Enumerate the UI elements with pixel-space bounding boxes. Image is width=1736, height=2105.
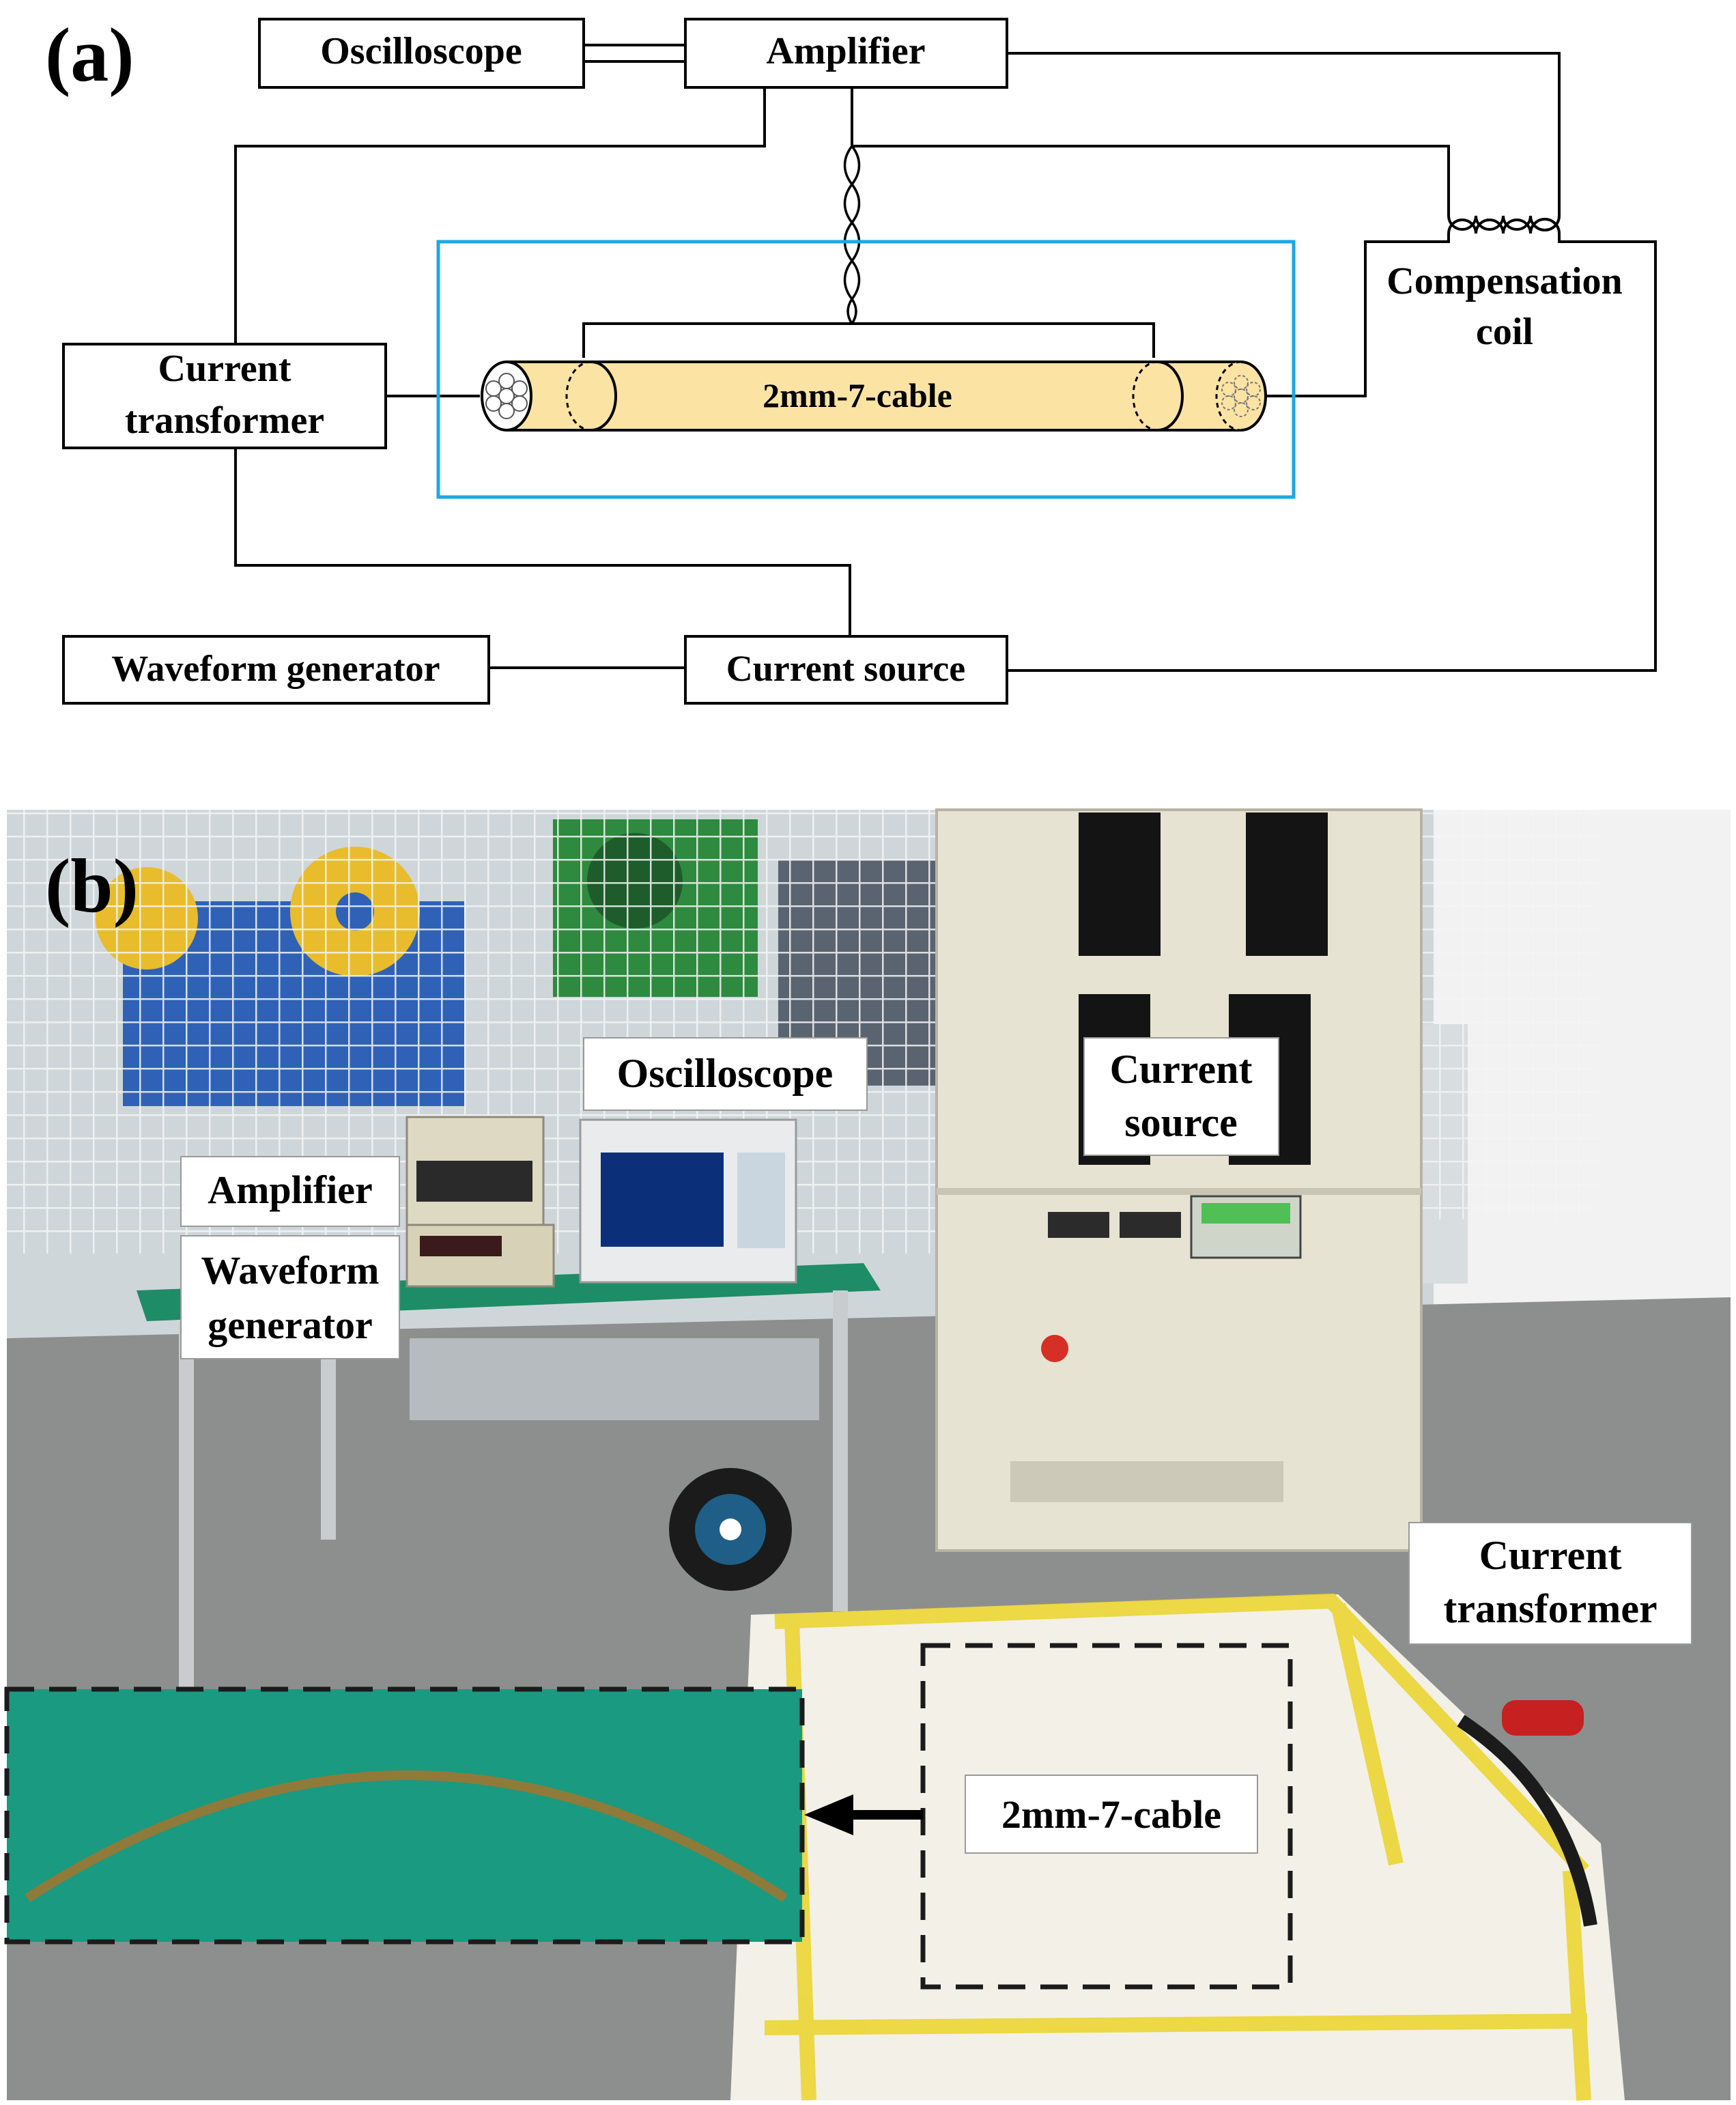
panel-b-tag: (b) (45, 844, 139, 929)
label-waveform-generator: Waveform generator (180, 1235, 400, 1359)
box-waveform-generator: Waveform generator (62, 635, 490, 705)
box-waveform-generator-label: Waveform generator (111, 648, 440, 689)
current-transformer-clamp (1457, 1700, 1597, 1927)
current-source-cabinet (935, 808, 1423, 1552)
test-enclosure-frame (436, 240, 1296, 499)
label-amplifier-text: Amplifier (208, 1168, 373, 1212)
amplifier-unit (405, 1116, 545, 1226)
cable-reel (669, 1468, 792, 1591)
box-oscilloscope: Oscilloscope (258, 18, 585, 89)
box-current-source-label: Current source (726, 648, 965, 689)
label-waveform-generator-line1: Waveform (201, 1248, 380, 1292)
label-amplifier: Amplifier (180, 1156, 400, 1227)
panel-b-photo: (b) Oscilloscope Current source Amplifie… (4, 808, 1731, 2101)
label-current-transformer-line1: Current (1479, 1533, 1622, 1578)
label-oscilloscope: Oscilloscope (583, 1037, 868, 1111)
box-current-transformer-line2: transformer (125, 399, 324, 442)
cable-drawing: 2mm-7-cable (481, 361, 1267, 432)
label-cable-text: 2mm-7-cable (1001, 1792, 1221, 1837)
oscilloscope-unit (579, 1118, 797, 1284)
label-current-source: Current source (1083, 1037, 1279, 1156)
box-current-transformer-line1: Current (158, 348, 291, 390)
label-waveform-generator-line2: generator (208, 1303, 373, 1347)
compensation-coil-line1: Compensation (1386, 260, 1622, 302)
label-current-transformer: Current transformer (1408, 1522, 1692, 1645)
box-current-transformer: Current transformer (62, 343, 387, 449)
cable-inset (4, 1686, 805, 1945)
panel-a-tag: (a) (45, 13, 134, 98)
box-amplifier: Amplifier (684, 18, 1008, 89)
label-oscilloscope-text: Oscilloscope (617, 1051, 834, 1096)
box-amplifier-label: Amplifier (766, 30, 925, 72)
cable-label: 2mm-7-cable (763, 376, 952, 414)
waveform-generator-unit (405, 1224, 555, 1288)
twisted-pair-leads (843, 145, 861, 324)
box-oscilloscope-label: Oscilloscope (320, 30, 522, 72)
panel-a-schematic: (a) (45, 13, 1657, 705)
compensation-coil-line2: coil (1476, 311, 1533, 353)
box-current-source: Current source (684, 635, 1008, 705)
label-current-source-line2: source (1124, 1100, 1238, 1145)
cable-sample (25, 1770, 788, 1902)
label-cable: 2mm-7-cable (965, 1775, 1258, 1854)
compensation-coil-symbol (1447, 215, 1561, 234)
box-compensation-coil: Compensation coil (1386, 260, 1622, 353)
arrow-to-inset (804, 1794, 923, 1835)
label-current-transformer-line2: transformer (1443, 1586, 1657, 1631)
wiring (234, 44, 1657, 672)
label-current-source-line1: Current (1110, 1047, 1253, 1092)
